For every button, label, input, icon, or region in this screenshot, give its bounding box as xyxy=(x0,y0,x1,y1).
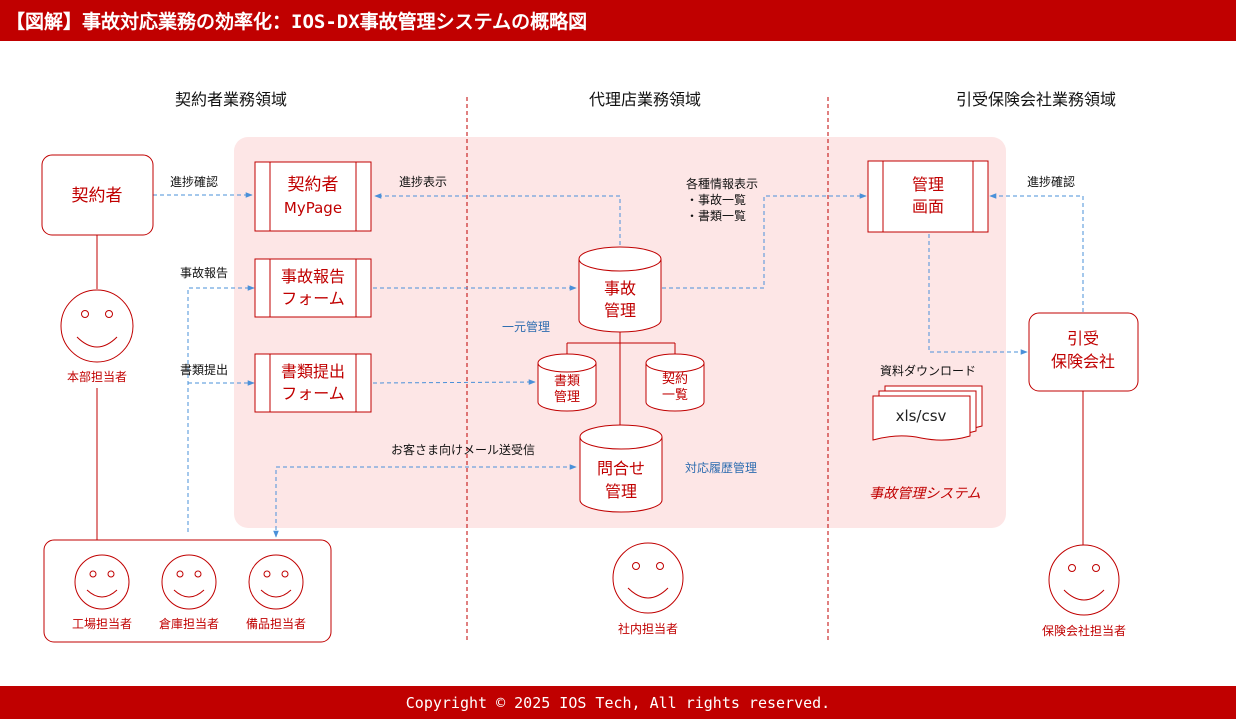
mypage-label-2: MyPage xyxy=(284,199,342,217)
inquiry-db-label-1: 問合せ xyxy=(597,459,645,478)
label-download: 資料ダウンロード xyxy=(880,363,976,378)
accident-form-node: 事故報告 フォーム xyxy=(254,258,372,318)
admin-label-1: 管理 xyxy=(912,175,944,194)
annotation-unified: 一元管理 xyxy=(502,319,550,334)
person-warehouse: 倉庫担当者 xyxy=(159,554,219,631)
label-progress-check-left: 進捗確認 xyxy=(170,174,218,189)
arrow-form-to-docdb xyxy=(372,379,536,385)
label-accident-report: 事故報告 xyxy=(180,265,228,280)
doc-db-node: 書類 管理 xyxy=(537,353,597,412)
contractor-node-label: 契約者 xyxy=(72,186,123,206)
region-title-agency: 代理店業務領域 xyxy=(589,90,701,109)
header-bar: 【図解】事故対応業務の効率化：IOS-DX事故管理システムの概略図 xyxy=(0,0,1236,41)
label-progress-check-right: 進捗確認 xyxy=(1027,174,1075,189)
contract-db-label-1: 契約 xyxy=(662,372,688,387)
doc-db-label-1: 書類 xyxy=(554,374,580,389)
person-insurer-staff-label: 保険会社担当者 xyxy=(1042,623,1126,638)
arrow-admin-to-insurer xyxy=(928,234,1028,355)
footer-bar: Copyright © 2025 IOS Tech, All rights re… xyxy=(0,686,1236,719)
arrow-accident-report xyxy=(187,285,255,532)
person-insurer-staff: 保険会社担当者 xyxy=(1042,544,1126,638)
system-diagram: 契約者業務領域 代理店業務領域 引受保険会社業務領域 進捗確認 進捗表示 事故報… xyxy=(41,90,1139,643)
label-email: お客さま向けメール送受信 xyxy=(391,442,535,457)
accident-db-label-1: 事故 xyxy=(604,279,636,298)
insurer-label-1: 引受 xyxy=(1067,329,1099,348)
doc-db-label-2: 管理 xyxy=(554,390,580,405)
file-label: xls/csv xyxy=(896,407,947,425)
page-title: 【図解】事故対応業務の効率化：IOS-DX事故管理システムの概略図 xyxy=(6,11,588,33)
contractor-node: 契約者 xyxy=(41,154,154,236)
label-info-display: 各種情報表示 xyxy=(686,176,758,191)
file-stack: xls/csv xyxy=(872,385,983,441)
inquiry-db-label-2: 管理 xyxy=(605,482,637,501)
document-form-node: 書類提出 フォーム xyxy=(254,353,372,413)
label-document-submit: 書類提出 xyxy=(180,362,228,377)
arrow-email xyxy=(273,464,577,538)
mypage-label-1: 契約者 xyxy=(288,175,339,195)
document-form-label-2: フォーム xyxy=(281,384,345,403)
person-warehouse-label: 倉庫担当者 xyxy=(159,616,219,631)
face-icon xyxy=(248,554,304,610)
accident-form-label-1: 事故報告 xyxy=(281,267,345,286)
face-icon xyxy=(74,554,130,610)
mypage-node: 契約者 MyPage xyxy=(254,161,372,232)
person-hq: 本部担当者 xyxy=(60,289,134,384)
document-form-label-1: 書類提出 xyxy=(281,362,345,381)
face-icon xyxy=(1048,544,1120,616)
insurer-label-2: 保険会社 xyxy=(1051,352,1115,371)
region-title-insurer: 引受保険会社業務領域 xyxy=(956,90,1116,109)
inquiry-db-node: 問合せ 管理 xyxy=(579,424,663,513)
system-label: 事故管理システム xyxy=(869,486,981,502)
person-factory: 工場担当者 xyxy=(72,554,132,631)
contract-db-label-2: 一覧 xyxy=(662,387,688,403)
person-hq-label: 本部担当者 xyxy=(67,369,127,384)
person-staff-label: 社内担当者 xyxy=(618,621,678,636)
insurer-node: 引受 保険会社 xyxy=(1028,312,1139,392)
face-icon xyxy=(612,542,684,614)
person-equipment-label: 備品担当者 xyxy=(246,616,306,631)
region-title-contractor: 契約者業務領域 xyxy=(175,90,287,109)
face-icon xyxy=(60,289,134,363)
arrow-progress-check-right xyxy=(989,193,1084,312)
accident-db-label-2: 管理 xyxy=(604,301,636,320)
admin-label-2: 画面 xyxy=(912,197,944,216)
label-info-item2: ・書類一覧 xyxy=(686,209,746,223)
person-equipment: 備品担当者 xyxy=(246,554,306,631)
label-info-item1: ・事故一覧 xyxy=(686,192,746,207)
arrow-db-to-admin xyxy=(662,193,867,289)
person-factory-label: 工場担当者 xyxy=(72,617,132,631)
accident-form-label-2: フォーム xyxy=(281,289,345,308)
contract-db-node: 契約 一覧 xyxy=(645,353,705,412)
annotation-history: 対応履歴管理 xyxy=(685,460,757,475)
arrow-progress-display xyxy=(374,193,621,245)
copyright-text: Copyright © 2025 IOS Tech, All rights re… xyxy=(405,694,831,712)
accident-db-node: 事故 管理 xyxy=(578,246,662,333)
admin-node: 管理 画面 xyxy=(867,160,989,233)
person-staff: 社内担当者 xyxy=(612,542,684,636)
label-progress-display: 進捗表示 xyxy=(399,175,447,189)
face-icon xyxy=(161,554,217,610)
file-icon xyxy=(872,395,971,441)
